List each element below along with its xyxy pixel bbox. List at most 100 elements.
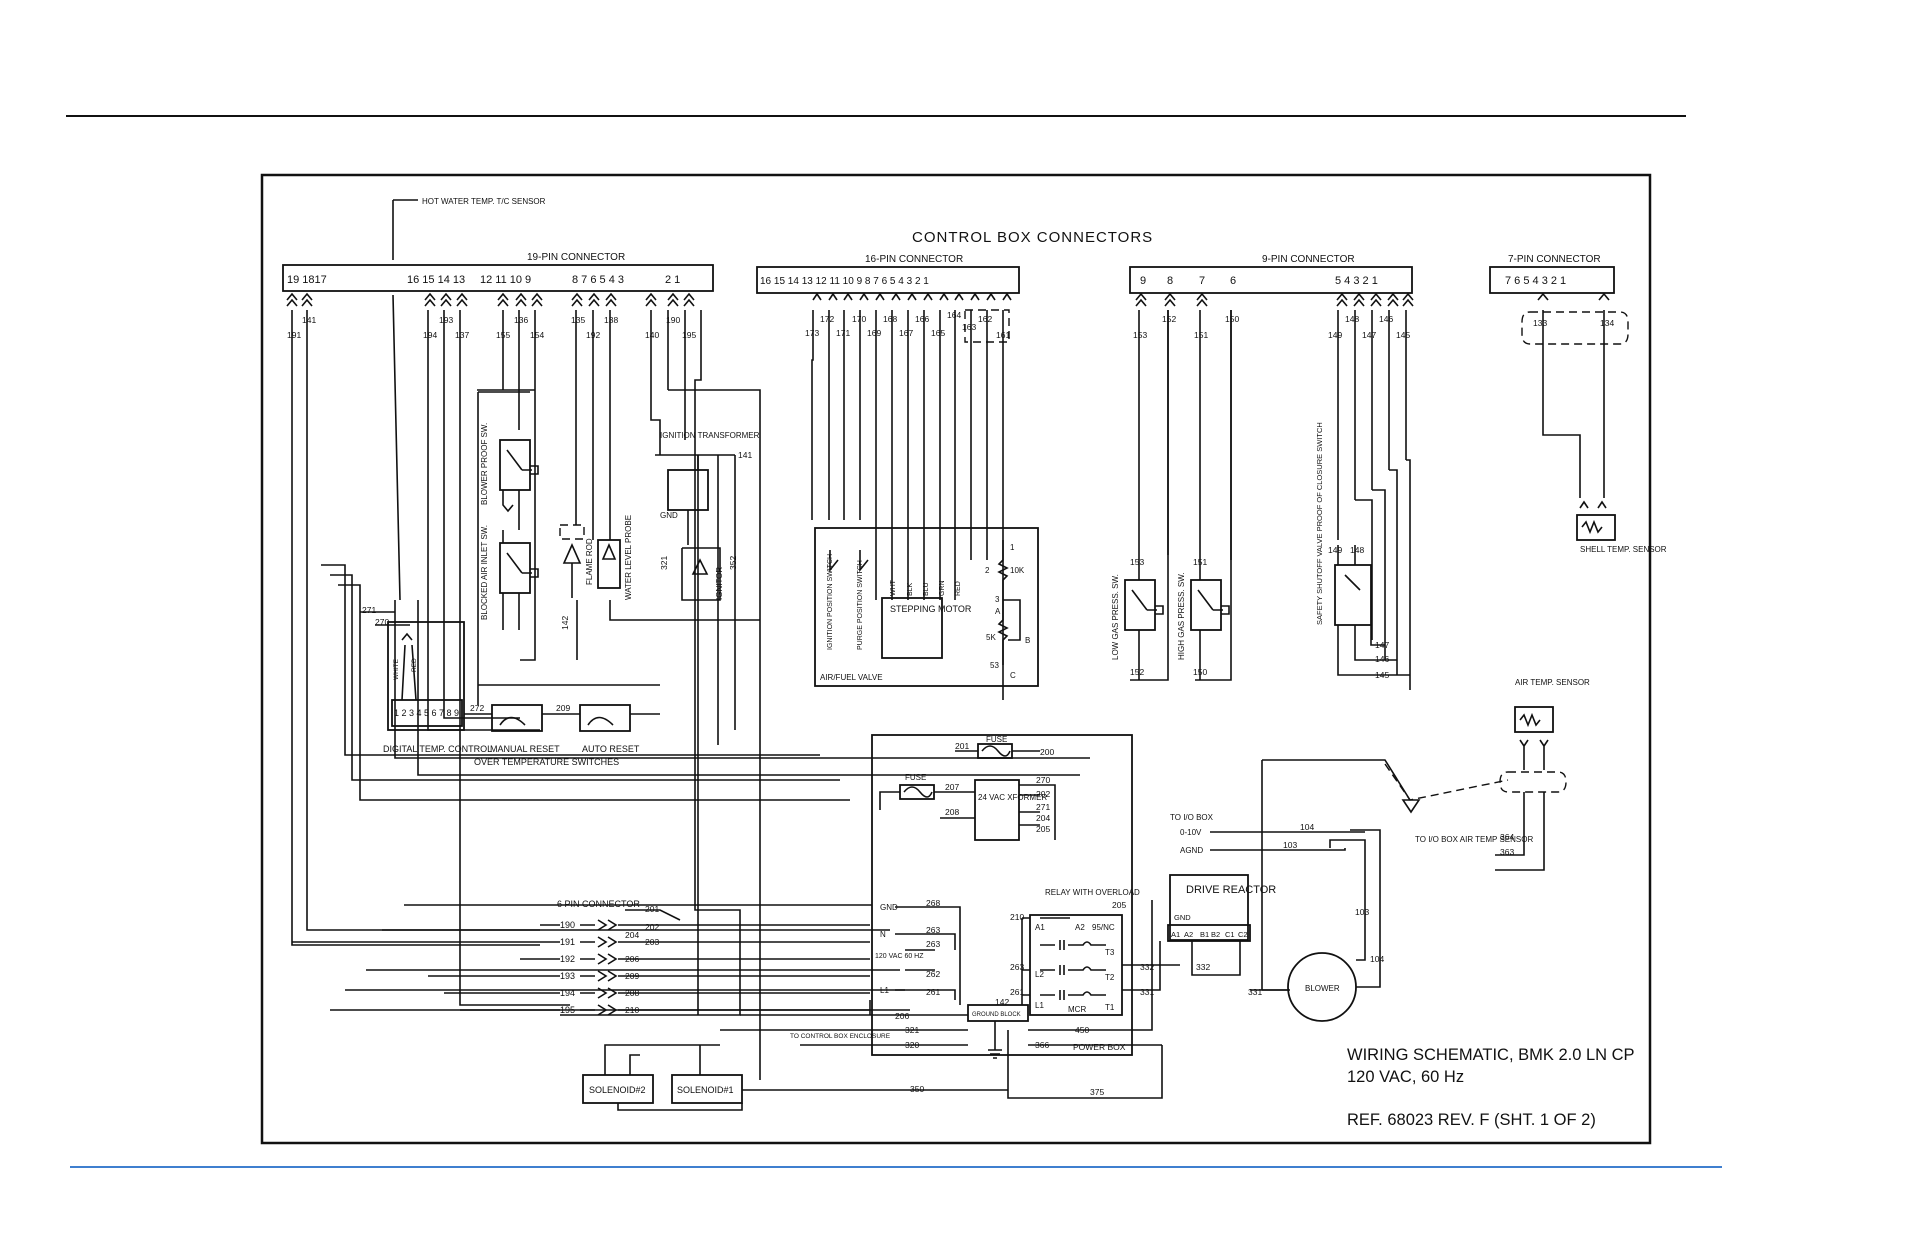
- wire-label: 201: [955, 741, 969, 751]
- c19-pins-c: 12 11 10 9: [480, 274, 531, 286]
- fuse-label: FUSE: [905, 773, 926, 782]
- relay-l2: L2: [1035, 970, 1044, 979]
- connector-16-pin: 16-PIN CONNECTOR 16 15 14 13 12 11 10 9 …: [756, 254, 1020, 343]
- wire-label: 207: [945, 782, 959, 792]
- air-sensor-label: AIR TEMP. SENSOR: [1515, 678, 1590, 687]
- wire-label: 201: [645, 904, 659, 914]
- c9-pin: 7: [1199, 275, 1205, 287]
- wire-label: 191: [560, 937, 575, 947]
- connector-7-body: [1489, 266, 1615, 294]
- c9-pin: 6: [1230, 275, 1236, 287]
- wire-label: 192: [560, 954, 575, 964]
- drive-term: B2: [1211, 930, 1220, 939]
- caption-line-3: REF. 68023 REV. F (SHT. 1 OF 2): [1347, 1111, 1596, 1129]
- drive-term: GND: [1174, 913, 1191, 922]
- water-level-label: WATER LEVEL PROBE: [624, 515, 633, 600]
- connector-19-pin: 19-PIN CONNECTOR 19 1817 16 15 14 13 12 …: [282, 252, 714, 340]
- ignitor-label: IGNITOR: [715, 567, 724, 600]
- wire-label: 195: [560, 1005, 575, 1015]
- wire-label: 270: [375, 617, 389, 627]
- air-fuel-label: AIR/FUEL VALVE: [820, 673, 883, 682]
- wire-label: 263: [926, 939, 940, 949]
- wire-label: 271: [1036, 802, 1050, 812]
- pot-label: C: [1010, 671, 1016, 680]
- solenoids: SOLENOID#2 SOLENOID#1: [582, 1044, 1008, 1111]
- wire-label: 190: [560, 920, 575, 930]
- wire-label: 263: [926, 925, 940, 935]
- wire-label: 104: [1370, 954, 1384, 964]
- pot-label: 3: [995, 595, 1000, 604]
- blower: BLOWER: [1261, 759, 1411, 1022]
- connector-6-pin: 6 PIN CONNECTOR 190 191 192 193 194 195 …: [292, 899, 870, 1016]
- blower-label: BLOWER: [1305, 984, 1340, 993]
- wire-label: 145: [1396, 330, 1410, 340]
- wire-label: 268: [926, 898, 940, 908]
- relay-a1: A1: [1035, 923, 1045, 932]
- c19-pins-d: 8 7 6 5 4 3: [572, 274, 624, 286]
- shell-sensor-label: SHELL TEMP. SENSOR: [1580, 545, 1667, 554]
- connector-9-label: 9-PIN CONNECTOR: [1262, 254, 1355, 265]
- pot-label: 2: [985, 566, 990, 575]
- connector-19-label: 19-PIN CONNECTOR: [527, 252, 625, 263]
- connector-9-pin: 9-PIN CONNECTOR 9 8 7 6 5 4 3 2 1 153 15…: [1129, 254, 1414, 340]
- solenoid2-label: SOLENOID#2: [589, 1085, 646, 1095]
- wire-label: 142: [560, 616, 570, 630]
- dtc-pins: 1 2 3 4 5 6 7 8 9: [394, 708, 459, 718]
- wire-label: 204: [1036, 813, 1050, 823]
- over-temp-label: OVER TEMPERATURE SWITCHES: [474, 757, 619, 767]
- wire-label: 166: [915, 314, 929, 324]
- wire-label: 151: [1193, 557, 1207, 567]
- water-level-probe: WATER LEVEL PROBE: [597, 515, 633, 600]
- c19-pins-a: 19 1817: [287, 274, 327, 286]
- wire-label: 169: [867, 328, 881, 338]
- caption-line-1: WIRING SCHEMATIC, BMK 2.0 LN CP: [1347, 1046, 1635, 1064]
- wire-label: 209: [556, 703, 570, 713]
- stepping-motor-label: STEPPING MOTOR: [890, 604, 972, 614]
- to-control-box-label: TO CONTROL BOX ENCLOSURE: [790, 1033, 891, 1040]
- high-gas-label: HIGH GAS PRESS. SW.: [1177, 572, 1186, 660]
- wire-label: 149: [1328, 545, 1342, 555]
- wire-label: 272: [470, 703, 484, 713]
- gnd-label: GND: [880, 903, 898, 912]
- connector-19-body: [282, 264, 714, 292]
- wire-label: 165: [931, 328, 945, 338]
- purge-pos-label: PURGE POSITION SWITCH: [857, 560, 864, 650]
- wire-label: 205: [1036, 824, 1050, 834]
- drive-term: A1: [1171, 930, 1180, 939]
- schematic-frame: [260, 173, 1652, 1145]
- wire-label: 321: [659, 556, 669, 570]
- wire-label: 146: [1375, 654, 1389, 664]
- connector-7-pin: 7-PIN CONNECTOR 7 6 5 4 3 2 1 133 134: [1489, 254, 1629, 345]
- supply-label: 120 VAC 60 HZ: [875, 953, 924, 960]
- n-label: N: [880, 930, 886, 939]
- wire-label: 167: [899, 328, 913, 338]
- wire-label: 263: [1010, 962, 1024, 972]
- wire-label: 137: [455, 330, 469, 340]
- blower-proof-label: BLOWER PROOF SW.: [480, 423, 489, 505]
- wire-label: 204: [625, 930, 639, 940]
- schematic-title: CONTROL BOX CONNECTORS: [912, 229, 1153, 246]
- wire-label: 261: [1010, 987, 1024, 997]
- digital-temp-control: 1 2 3 4 5 6 7 8 9 DIGITAL TEMP. CONTROL …: [360, 605, 492, 754]
- caption-line-2: 120 VAC, 60 Hz: [1347, 1068, 1464, 1086]
- pot-label: 5K: [986, 633, 996, 642]
- relay-mcr: MCR: [1068, 1005, 1086, 1014]
- wire-label: 152: [1130, 667, 1144, 677]
- top-rule: [66, 115, 1686, 117]
- pot-label: B: [1025, 636, 1030, 645]
- over-temp-switches: 272 209 MANUAL RESET AUTO RESET OVER TEM…: [464, 703, 660, 767]
- wire-label: 193: [439, 315, 453, 325]
- wire-label: 149: [1328, 330, 1342, 340]
- pot-label: 53: [990, 661, 999, 670]
- wire-label: 154: [530, 330, 544, 340]
- connector-7-label: 7-PIN CONNECTOR: [1508, 254, 1601, 265]
- wire-label: 190: [666, 315, 680, 325]
- wire-label: 150: [1225, 314, 1239, 324]
- wire-label: 163: [962, 322, 976, 332]
- wire-label: 331: [1140, 987, 1154, 997]
- wire-label: 191: [287, 330, 301, 340]
- c9-pin: 5 4 3 2 1: [1335, 275, 1378, 287]
- bottom-rule: [70, 1166, 1722, 1168]
- motor-color: BLK: [907, 582, 914, 596]
- io-label: AGND: [1180, 846, 1203, 855]
